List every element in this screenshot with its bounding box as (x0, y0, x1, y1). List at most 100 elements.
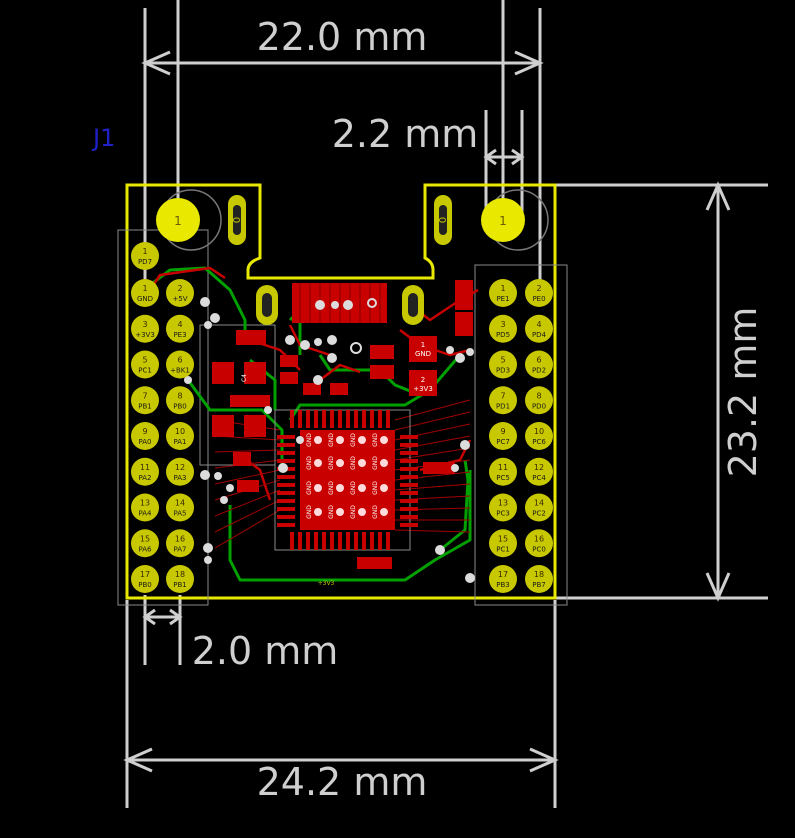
pin-number: 17 (498, 570, 508, 579)
dimension-hole-spacing: 2.2 mm (332, 112, 479, 156)
pin-label: +3V3 (135, 331, 155, 339)
pin-pad (166, 529, 194, 558)
pin-pad (525, 386, 553, 415)
pin-number: 15 (140, 534, 150, 543)
thermal-via: GND (306, 456, 322, 470)
pin-label: PD5 (496, 331, 510, 339)
left-hole-pad-number: 1 (174, 214, 182, 228)
pin-number: 13 (140, 499, 150, 508)
gnd-label: GND (306, 505, 313, 519)
pin-number: 1 (142, 284, 147, 293)
pin-label: PE0 (532, 295, 545, 303)
pin-label: PD4 (532, 331, 547, 339)
gnd-label: GND (372, 433, 379, 447)
pin-number: 4 (177, 320, 182, 329)
pin-number: 5 (500, 356, 505, 365)
pin-label: PB3 (496, 581, 509, 589)
pin-pad (489, 529, 517, 558)
dimension-lines (123, 0, 768, 808)
gnd-label: GND (328, 505, 335, 519)
pin-pad (131, 386, 159, 415)
pin-number: 8 (177, 391, 182, 400)
gnd-label: GND (328, 433, 335, 447)
pin-label: PE1 (496, 295, 509, 303)
pin-pad (166, 422, 194, 450)
pin-label: PC2 (532, 510, 546, 518)
top-mounting-holes: 1 0 1 0 (156, 189, 549, 325)
thermal-via: GND (328, 456, 344, 470)
pin-label: PC0 (532, 545, 546, 553)
gnd-label: GND (328, 481, 335, 495)
thermal-via: GND (350, 433, 366, 447)
pin-number: 11 (498, 463, 508, 472)
thermal-via: GND (350, 481, 366, 495)
pin-number: 6 (536, 356, 541, 365)
board-outline (125, 183, 557, 600)
pin-pad (525, 279, 553, 307)
pin-pad (489, 457, 517, 486)
pin-label: +BK1 (170, 367, 190, 375)
pin-label: PB0 (173, 402, 186, 410)
dimension-pin-pitch: 2.0 mm (192, 629, 339, 673)
pin-label: PC7 (496, 438, 510, 446)
pin-number: 12 (534, 463, 544, 472)
gnd-label: GND (306, 456, 313, 470)
pin-label: PD1 (496, 402, 510, 410)
pin-pad (131, 493, 159, 522)
pin-pad (131, 314, 159, 343)
gnd-label: GND (350, 481, 357, 495)
right-hole-pad-number: 1 (499, 214, 507, 228)
pin-label: PD2 (532, 367, 546, 375)
thermal-via: GND (372, 505, 388, 519)
pin-label: PC6 (532, 438, 546, 446)
pin-label: PC5 (496, 474, 510, 482)
pin-number: 14 (534, 499, 544, 508)
pin-pad (489, 565, 517, 593)
passive-components (212, 330, 455, 569)
pin-pad (166, 314, 194, 343)
pin-label: PA6 (138, 545, 152, 553)
pin-number: 11 (140, 463, 150, 472)
dimension-top-width: 22.0 mm (257, 15, 428, 59)
pin-label: GND (137, 295, 153, 303)
pin-pad (166, 565, 194, 593)
pin-number: 3 (142, 320, 147, 329)
pin-pad (525, 565, 553, 593)
pin-pad (525, 457, 553, 486)
usb-connector-pads (292, 280, 473, 336)
gnd-label: GND (328, 456, 335, 470)
svg-text:C4: C4 (241, 374, 248, 382)
thermal-via: GND (328, 481, 344, 495)
right-slot-pad-number: 0 (438, 217, 449, 223)
pin-label: PA7 (173, 545, 186, 553)
pin-pad (131, 422, 159, 450)
pin-number: 9 (142, 427, 147, 436)
right-pin-header: 1PE12PE03PD54PD45PD36PD27PD18PD09PC710PC… (489, 279, 553, 593)
pin-pad (131, 242, 159, 270)
pin-label: PD0 (532, 402, 546, 410)
thermal-via: GND (328, 433, 344, 447)
pin-number: 7 (500, 391, 505, 400)
pin-label: PB7 (532, 581, 545, 589)
pin-label: PC1 (496, 545, 510, 553)
pin-pad (131, 529, 159, 558)
vias (184, 297, 475, 583)
